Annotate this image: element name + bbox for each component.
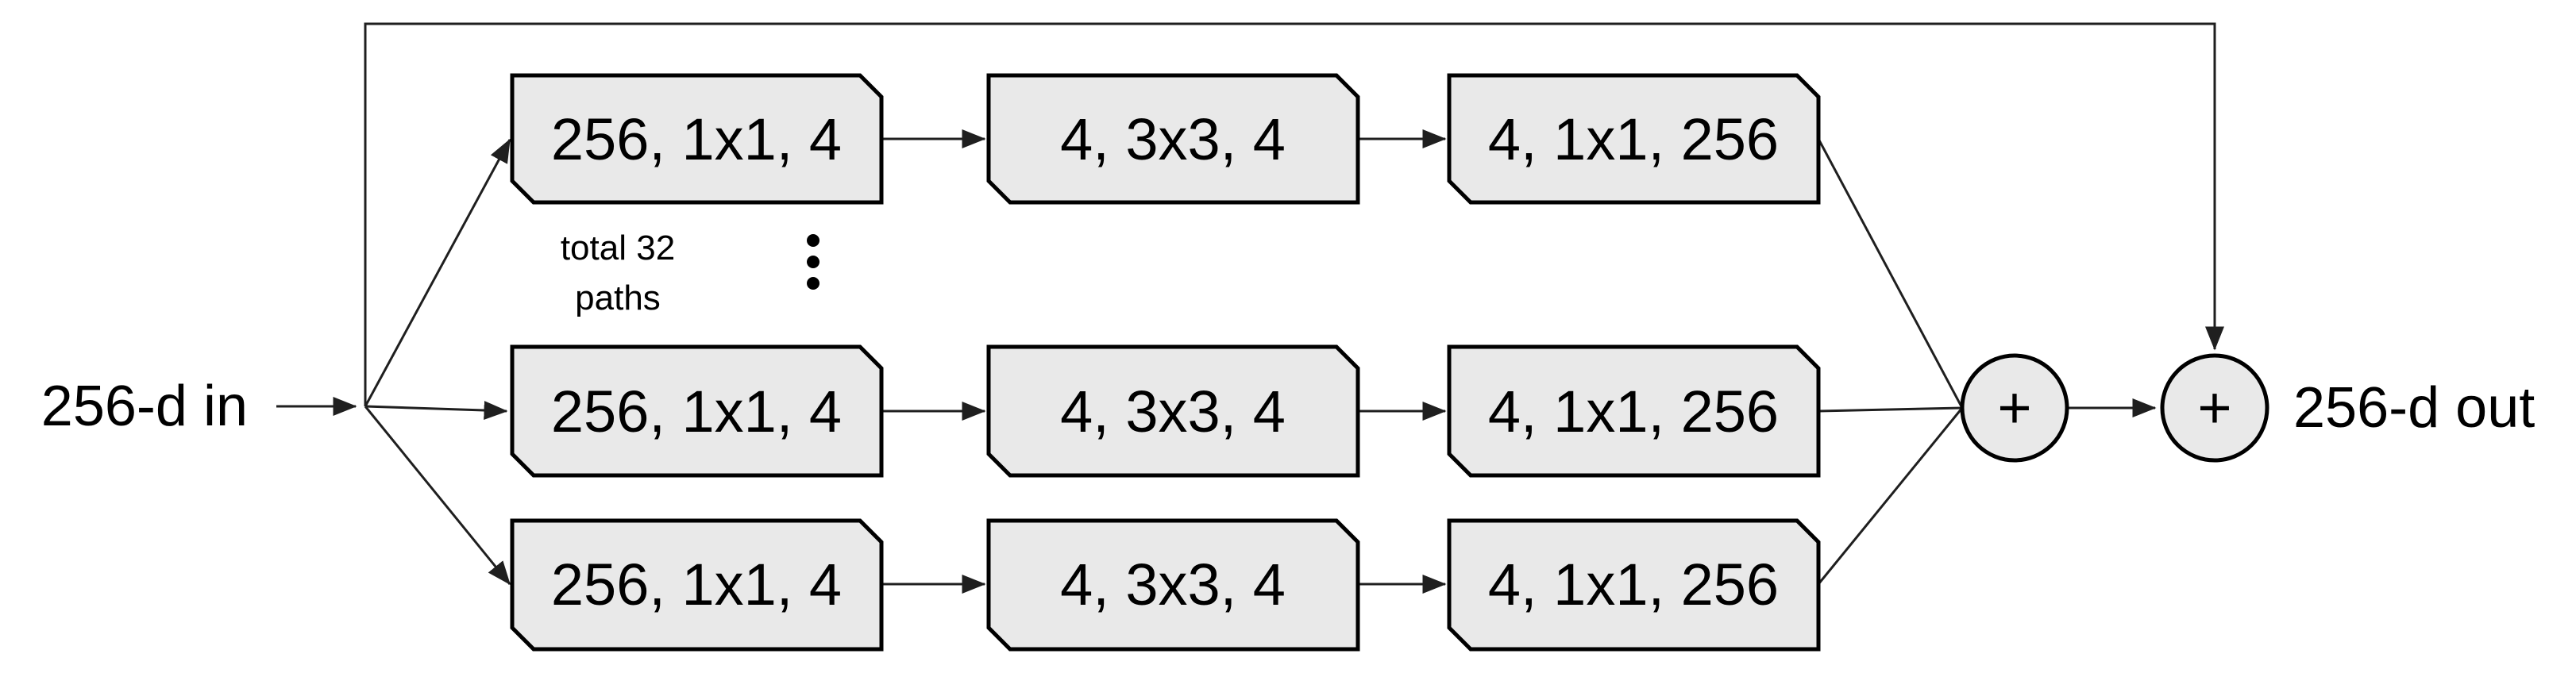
branch-arrow-top-path (364, 138, 511, 407)
conv-block-r2-c2 (986, 344, 1360, 478)
output-label: 256-d out (2293, 376, 2535, 440)
conv-block-label: 4, 3x3, 4 (1060, 106, 1286, 172)
conv-block-label: 256, 1x1, 4 (551, 106, 842, 172)
paths-annotation-line1: total 32 (561, 229, 675, 267)
sum-circle (1960, 353, 2069, 463)
conv-block-label: 4, 3x3, 4 (1060, 552, 1286, 617)
merge-line-bottom-path (1817, 407, 1964, 585)
sum-circle-paths: + (1960, 353, 2069, 463)
conv-block-label: 4, 1x1, 256 (1488, 379, 1779, 444)
conv-block-label: 4, 3x3, 4 (1060, 379, 1286, 444)
skip-connection-line (364, 22, 2224, 406)
path-row-2: 256, 1x1, 4 4, 3x3, 4 4, 1x1, 256 (510, 344, 1821, 478)
conv-block-r3-c1 (510, 518, 884, 652)
conv-block-r1-c2 (986, 73, 1360, 205)
conv-block-r2-c1 (510, 344, 884, 478)
conv-block-r3-c3 (1447, 518, 1821, 652)
input-label: 256-d in (41, 375, 248, 438)
conv-block-label: 4, 1x1, 256 (1488, 552, 1779, 617)
conv-block-label: 256, 1x1, 4 (551, 379, 842, 444)
conv-block-label: 256, 1x1, 4 (551, 552, 842, 617)
branch-arrow-bottom-path (364, 406, 511, 586)
conv-block-r1-c3 (1447, 73, 1821, 205)
paths-annotation-line2: paths (575, 279, 661, 317)
sum-circle-residual: + (2160, 353, 2269, 463)
plus-icon: + (1997, 375, 2031, 440)
merge-line-top-path (1817, 138, 1964, 409)
plus-icon: + (2197, 375, 2231, 440)
merge-line-middle-path (1818, 406, 1963, 413)
sum-circle (2160, 353, 2269, 463)
branch-arrow-middle-path (364, 401, 508, 421)
conv-block-r2-c3 (1447, 344, 1821, 478)
ellipsis-dots-icon (807, 234, 819, 290)
conv-block-r1-c1 (510, 73, 884, 205)
conv-block-label: 4, 1x1, 256 (1488, 106, 1779, 172)
path-row-1: 256, 1x1, 4 4, 3x3, 4 4, 1x1, 256 (510, 73, 1821, 205)
conv-block-r3-c2 (986, 518, 1360, 652)
path-row-3: 256, 1x1, 4 4, 3x3, 4 4, 1x1, 256 (510, 518, 1821, 652)
